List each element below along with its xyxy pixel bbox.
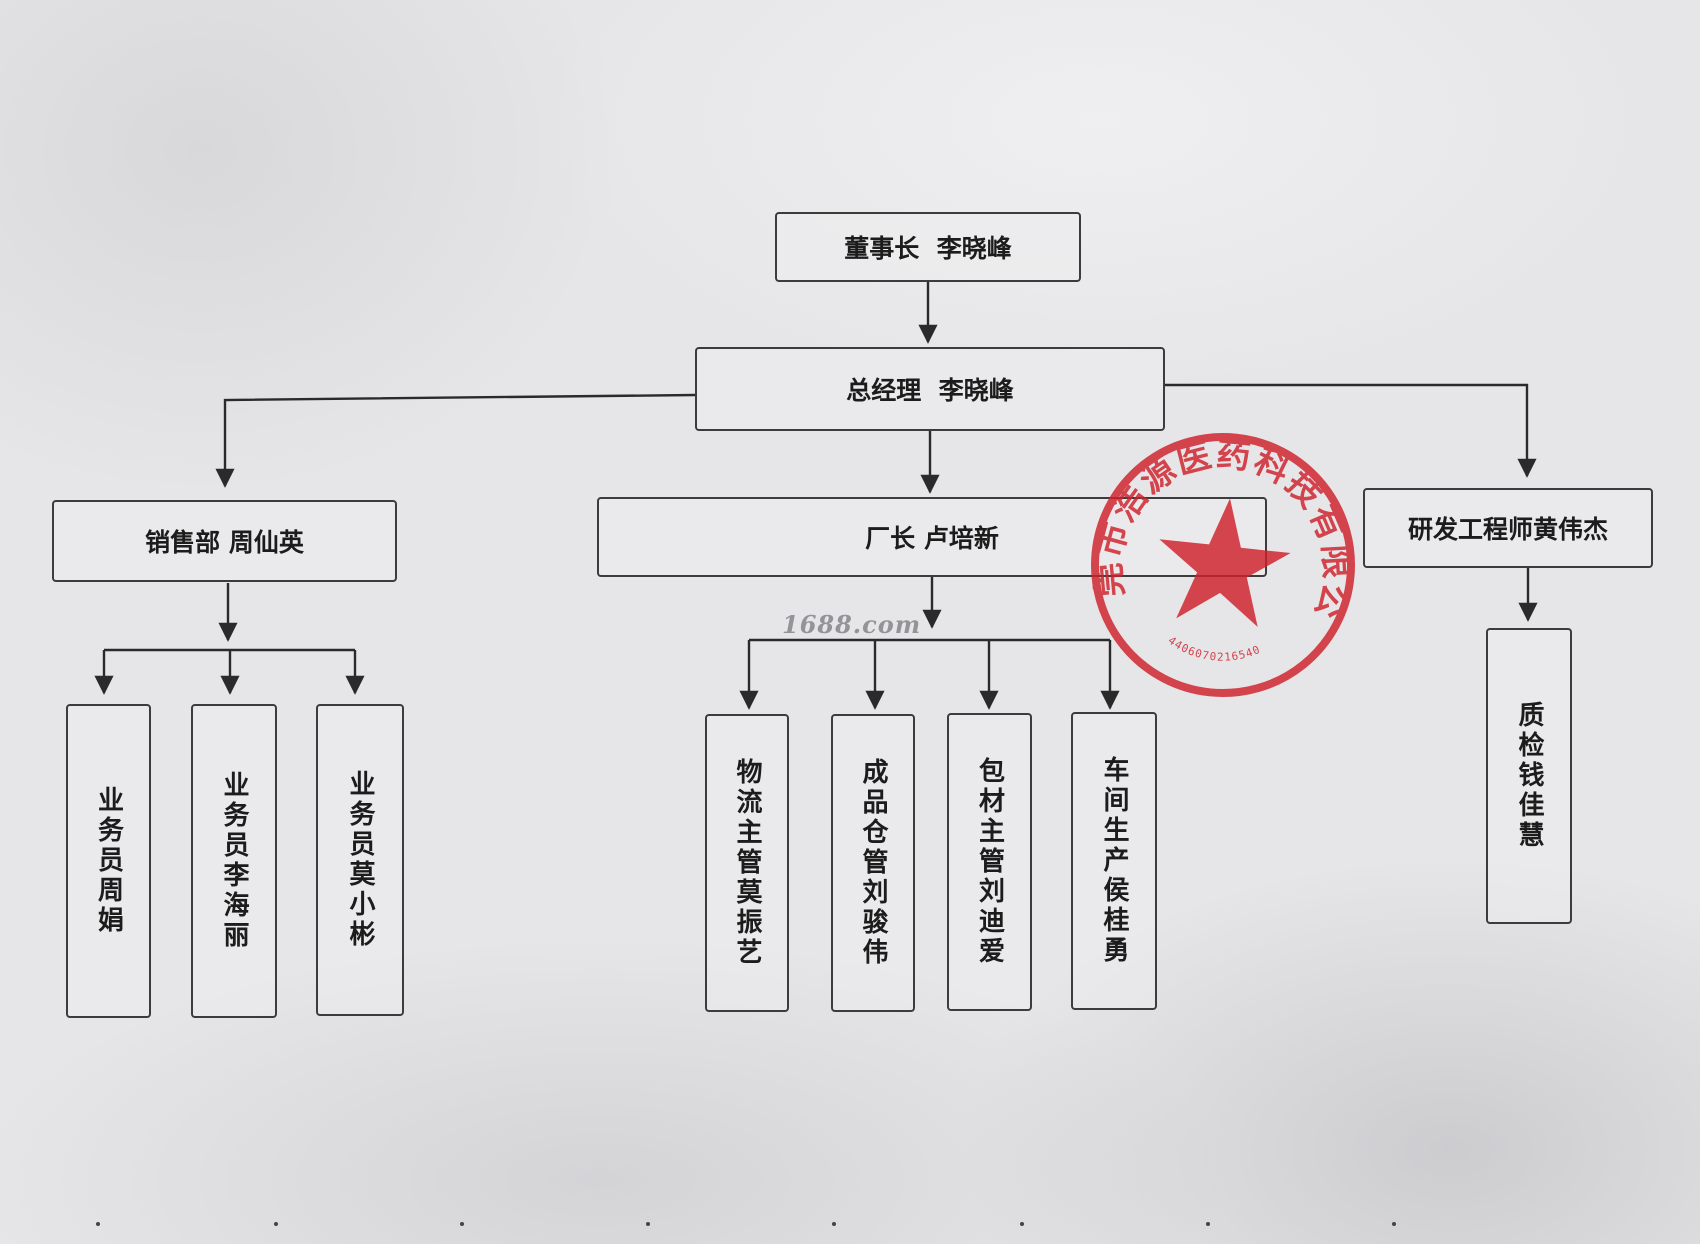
sales-staff-label-2: 业务员李海丽 — [219, 771, 249, 951]
company-seal: 东莞市浩源医药科技有限公司 4406070216540 — [1075, 417, 1371, 697]
factory-staff-label-4: 车间生产侯桂勇 — [1099, 756, 1129, 966]
factory-staff-box-1: 物流主管莫振艺 — [705, 714, 789, 1012]
general-manager-label: 总经理 李晓峰 — [846, 376, 1014, 405]
site-watermark: 1688.com — [782, 610, 922, 639]
connector-gm-to-rd — [1165, 383, 1537, 478]
punch-mark — [460, 1222, 464, 1226]
sales-staff-box-1: 业务员周娟 — [66, 704, 151, 1018]
sales-staff-box-3: 业务员莫小彬 — [316, 704, 404, 1016]
chairman-label: 董事长 李晓峰 — [844, 234, 1012, 263]
sales-staff-label-1: 业务员周娟 — [93, 786, 124, 936]
factory-staff-label-1: 物流主管莫振艺 — [732, 758, 762, 968]
seal-number: 4406070216540 — [1164, 633, 1264, 668]
qc-box: 质检钱佳慧 — [1486, 628, 1572, 924]
general-manager-box: 总经理 李晓峰 — [695, 347, 1165, 431]
punch-mark — [1392, 1222, 1396, 1226]
sales-dept-box: 销售部 周仙英 — [52, 500, 397, 582]
punch-mark — [1206, 1222, 1210, 1226]
factory-director-box: 厂长 卢培新 — [597, 497, 1267, 577]
punch-mark — [274, 1222, 278, 1226]
sales-staff-label-3: 业务员莫小彬 — [345, 770, 375, 950]
punch-mark — [832, 1222, 836, 1226]
rd-engineer-label: 研发工程师黄伟杰 — [1407, 515, 1608, 544]
qc-label: 质检钱佳慧 — [1514, 701, 1544, 851]
factory-staff-box-3: 包材主管刘迪爱 — [947, 713, 1032, 1011]
punch-mark — [96, 1222, 100, 1226]
seal-star-icon — [1159, 498, 1291, 627]
sales-dept-label: 销售部 周仙英 — [145, 528, 304, 557]
factory-staff-label-2: 成品仓管刘骏伟 — [858, 758, 888, 968]
rd-engineer-box: 研发工程师黄伟杰 — [1363, 488, 1653, 568]
connector-gm-to-sales — [215, 393, 696, 488]
factory-staff-box-2: 成品仓管刘骏伟 — [831, 714, 915, 1012]
sales-staff-box-2: 业务员李海丽 — [191, 704, 277, 1018]
factory-staff-label-3: 包材主管刘迪爱 — [974, 757, 1005, 967]
factory-director-label: 厂长 卢培新 — [865, 524, 999, 553]
punch-mark — [1020, 1222, 1024, 1226]
factory-staff-box-4: 车间生产侯桂勇 — [1071, 712, 1157, 1010]
chairman-box: 董事长 李晓峰 — [775, 212, 1081, 282]
punch-mark — [646, 1222, 650, 1226]
